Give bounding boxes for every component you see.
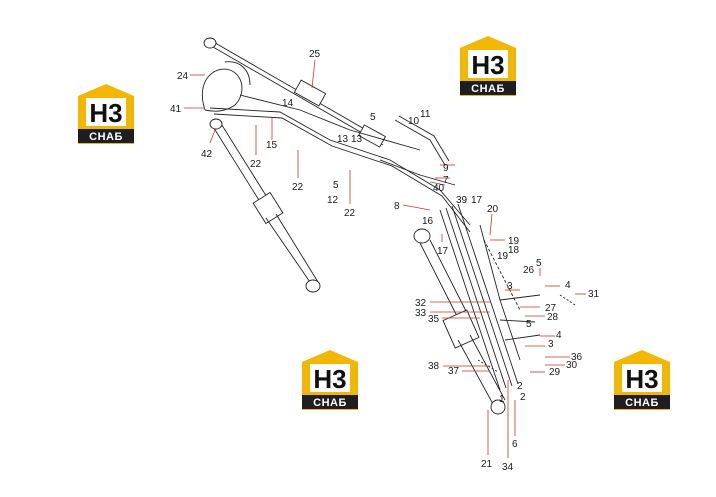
callout-label: 5 xyxy=(526,319,532,330)
callout-label: 34 xyxy=(502,462,514,473)
callout-labels: 25 24 14 41 5 11 10 42 22 15 13 13 9 7 2… xyxy=(170,49,600,473)
boom-pipes-part xyxy=(439,203,576,391)
callout-label: 11 xyxy=(420,109,431,120)
callout-label: 42 xyxy=(201,149,213,160)
logo-word-text: СНАБ xyxy=(471,83,505,95)
logo-mark-text: H3 xyxy=(625,364,658,394)
callout-label: 5 xyxy=(370,112,376,123)
callout-label: 10 xyxy=(408,116,420,127)
callout-label: 41 xyxy=(170,104,182,115)
callout-label: 33 xyxy=(415,308,427,319)
callout-label: 5 xyxy=(536,258,542,269)
arm-cylinder-part xyxy=(209,118,321,293)
callout-label: 27 xyxy=(545,303,557,314)
callout-label: 3 xyxy=(548,339,554,350)
callout-label: 22 xyxy=(344,208,356,219)
logo-mark-text: H3 xyxy=(89,98,122,128)
callout-label: 3 xyxy=(507,281,513,292)
callout-label: 1 xyxy=(499,394,505,405)
watermark-logo: H3 СНАБ xyxy=(78,84,134,144)
callout-label: 39 xyxy=(456,195,468,206)
callout-label: 26 xyxy=(523,265,535,276)
callout-label: 35 xyxy=(428,314,440,325)
callout-label: 9 xyxy=(443,163,449,174)
logo-mark-text: H3 xyxy=(313,364,346,394)
callout-label: 29 xyxy=(549,367,561,378)
callout-label: 2 xyxy=(520,392,526,403)
callout-label: 31 xyxy=(588,289,600,300)
callout-label: 21 xyxy=(481,459,493,470)
callout-label: 30 xyxy=(566,360,578,371)
hose-loop-part xyxy=(201,61,251,112)
callout-label: 7 xyxy=(443,175,449,186)
callout-label: 4 xyxy=(556,330,562,341)
long-rod-part xyxy=(203,37,387,148)
callout-label: 17 xyxy=(437,246,449,257)
callout-label: 40 xyxy=(433,183,445,194)
watermark-logo: H3 СНАБ xyxy=(302,350,358,410)
logo-word-text: СНАБ xyxy=(313,397,347,409)
callout-label: 13 xyxy=(337,134,349,145)
callout-label: 19 xyxy=(508,236,520,247)
callout-label: 22 xyxy=(292,182,304,193)
callout-label: 8 xyxy=(394,201,400,212)
callout-label: 15 xyxy=(266,140,278,151)
callout-label: 2 xyxy=(517,381,523,392)
logo-word-text: СНАБ xyxy=(625,397,659,409)
callout-label: 12 xyxy=(327,195,339,206)
callout-label: 5 xyxy=(333,180,339,191)
callout-label: 25 xyxy=(309,49,321,60)
logo-mark-text: H3 xyxy=(471,50,504,80)
watermark-logo: H3 СНАБ xyxy=(614,350,670,410)
callout-label: 28 xyxy=(547,312,559,323)
logo-word-text: СНАБ xyxy=(89,131,123,143)
boom-cylinder-part xyxy=(413,228,506,415)
callout-label: 14 xyxy=(282,98,294,109)
callout-label: 17 xyxy=(471,195,483,206)
callout-label: 38 xyxy=(428,361,440,372)
callout-label: 36 xyxy=(571,352,583,363)
arm-pipes-part xyxy=(209,94,471,233)
callout-label: 20 xyxy=(487,204,499,215)
callout-label: 6 xyxy=(512,439,518,450)
callout-label: 4 xyxy=(565,280,571,291)
callout-label: 16 xyxy=(422,216,434,227)
callout-label: 18 xyxy=(508,245,520,256)
callout-label: 32 xyxy=(415,298,427,309)
callout-label: 13 xyxy=(351,134,363,145)
watermark-logo: H3 СНАБ xyxy=(460,36,516,96)
callout-label: 19 xyxy=(497,251,509,262)
callout-label: 37 xyxy=(448,366,460,377)
callout-label: 24 xyxy=(177,71,189,82)
callout-label: 22 xyxy=(250,159,262,170)
